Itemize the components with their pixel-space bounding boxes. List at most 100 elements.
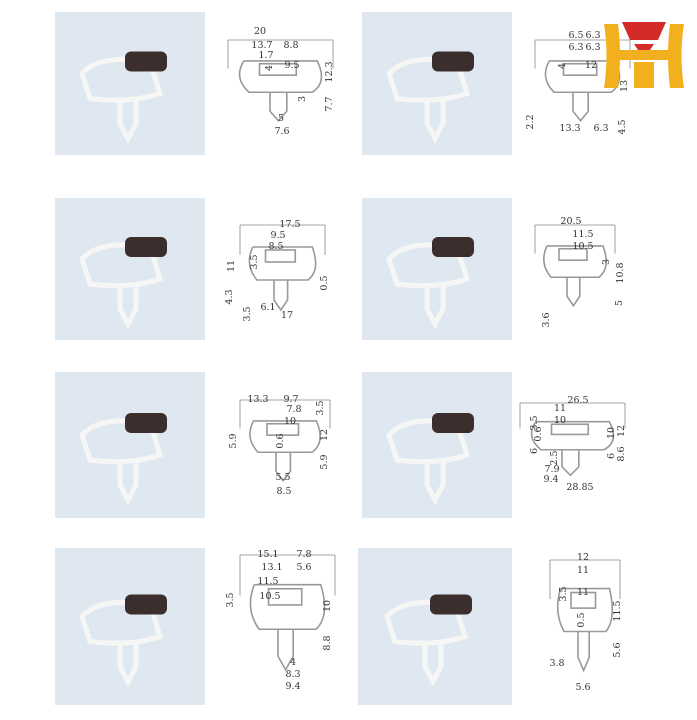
gasket-photo: [358, 548, 512, 705]
dimension-label: 9.5: [270, 230, 285, 241]
dimension-label: 10: [284, 416, 296, 427]
dimension-label: 8.8: [283, 40, 298, 51]
dimension-label: 6.5: [568, 30, 583, 41]
magnet-strip: [125, 413, 167, 433]
dimension-label: 20.5: [560, 216, 581, 227]
dimension-label: 11.5: [257, 576, 278, 587]
dimension-label: 0.5: [319, 275, 330, 290]
dimension-label: 3.6: [541, 312, 552, 327]
dimension-label: 6: [606, 453, 617, 459]
dimension-label: 5.9: [228, 433, 239, 448]
dimension-label: 9.5: [284, 60, 299, 71]
dimension-label: 5.6: [296, 562, 311, 573]
dimension-label: 11: [226, 260, 237, 272]
dimension-label: 3.5: [529, 415, 540, 430]
dimension-label: 4.3: [224, 289, 235, 304]
dimension-label: 9.4: [285, 681, 300, 692]
dimension-label: 11.5: [612, 600, 623, 621]
dimension-label: 7.9: [544, 464, 559, 475]
dimension-label: 6.3: [585, 30, 600, 41]
dimension-label: 8.5: [268, 241, 283, 252]
magnet-strip: [125, 237, 167, 257]
dimension-label: 1.7: [258, 50, 273, 61]
dimension-label: 7.8: [296, 549, 311, 560]
dimension-label: 12.3: [324, 61, 335, 82]
dimension-label: 3: [601, 259, 612, 265]
dimension-label: 6.1: [260, 302, 275, 313]
dimension-label: 13.3: [247, 394, 268, 405]
dimension-label: 11.5: [572, 229, 593, 240]
dimension-label: 5.5: [275, 472, 290, 483]
dimension-label: 3: [297, 96, 308, 102]
dimension-label: 9.7: [283, 394, 298, 405]
dimension-label: 0.6: [275, 433, 286, 448]
dimension-label: 17.5: [279, 219, 300, 230]
dimension-label: 4.5: [617, 119, 628, 134]
dimension-label: 12: [319, 429, 330, 441]
dimension-label: 3.5: [558, 586, 569, 601]
dimension-label: 7.8: [286, 404, 301, 415]
dimension-label: 17: [281, 310, 293, 321]
dimension-label: 6.3: [568, 42, 583, 53]
dimension-label: 8.6: [616, 446, 627, 461]
dimension-label: 2.2: [525, 114, 536, 129]
magnet-strip: [125, 51, 167, 72]
dimension-label: 13.3: [559, 123, 580, 134]
dimension-label: 12: [577, 552, 589, 563]
gasket-photo: [55, 12, 205, 155]
gasket-photo: [55, 548, 205, 705]
dimension-label: 5: [614, 300, 625, 306]
dimension-label: 12: [616, 425, 627, 437]
dimension-label: 5.9: [319, 454, 330, 469]
dimension-label: 6.3: [585, 42, 600, 53]
dimension-label: 3.5: [225, 592, 236, 607]
magnet-strip: [430, 594, 472, 615]
dimension-label: 3.5: [242, 306, 253, 321]
dimension-label: 8.3: [285, 669, 300, 680]
dimension-label: 2.5: [549, 450, 560, 465]
dimension-label: 10: [322, 600, 333, 612]
dimension-label: 10.8: [615, 262, 626, 283]
dimension-label: 4: [264, 65, 275, 71]
dimension-label: 12: [585, 60, 597, 71]
dimension-label: 0.6: [533, 426, 544, 441]
dimension-label: 13.1: [261, 562, 282, 573]
dimension-label: 11: [577, 587, 589, 598]
dimension-label: 5.6: [612, 642, 623, 657]
dimension-label: 8.8: [322, 635, 333, 650]
magnet-strip: [432, 413, 474, 433]
gasket-photo: [55, 198, 205, 340]
dimension-label: 10.5: [572, 241, 593, 252]
dimension-label: 28.85: [566, 482, 593, 493]
dimension-label: 11: [577, 565, 589, 576]
gasket-photo: [55, 372, 205, 518]
gasket-photo: [362, 12, 512, 155]
gasket-photo: [362, 198, 512, 340]
dimension-label: 13: [619, 80, 630, 92]
dimension-label: 20: [254, 26, 266, 37]
dimension-label: 26.5: [567, 395, 588, 406]
dimension-label: 0.5: [576, 612, 587, 627]
dimension-label: 11: [554, 403, 566, 414]
dimension-label: 10.5: [259, 591, 280, 602]
dimension-label: 5.6: [575, 682, 590, 693]
dimension-label: 6.3: [593, 123, 608, 134]
dimension-label: 7.7: [324, 96, 335, 111]
dimension-drawing: 13.3 9.77.8 3.5 10 0.6 12 5.9 5.9 5.5 8.5: [228, 394, 331, 497]
dimension-label: 8.5: [276, 486, 291, 497]
dimension-label: 9.4: [543, 474, 558, 485]
gasket-photo: [362, 372, 512, 518]
dimension-label: 3.5: [315, 400, 326, 415]
dimension-label: 4: [557, 63, 568, 69]
dimension-label: 6: [529, 448, 540, 454]
magnet-strip: [432, 237, 474, 257]
dimension-label: 3.8: [549, 658, 564, 669]
dimension-label: 7.6: [274, 126, 289, 137]
dimension-label: 4: [290, 657, 296, 668]
magnet-strip: [432, 51, 474, 72]
magnet-strip: [125, 594, 167, 615]
